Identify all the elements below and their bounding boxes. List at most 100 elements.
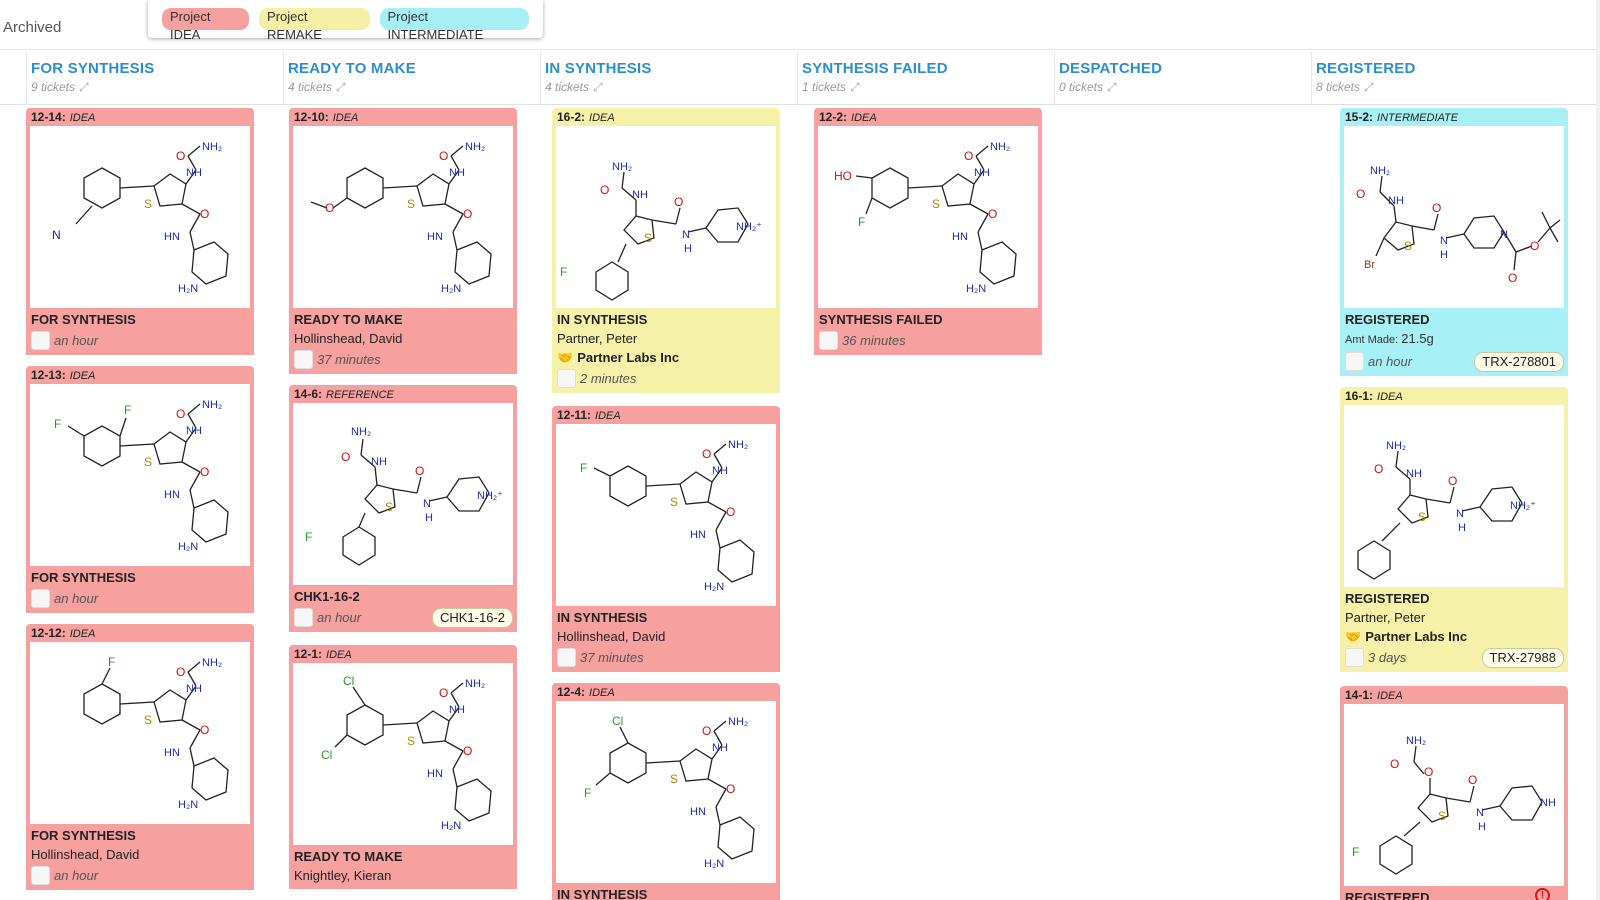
atom-label: HN — [164, 489, 180, 501]
ticket-card[interactable]: 15-2:INTERMEDIATE — [1340, 108, 1568, 376]
ticket-body: REGISTERED ! — [1340, 886, 1568, 900]
select-checkbox[interactable] — [294, 607, 313, 627]
column-count: 0 tickets⤢ — [1059, 80, 1117, 94]
ticket-card[interactable]: 12-13:IDEA F F O NH₂ NH S O HN H₂N FOR S… — [26, 366, 254, 613]
ticket-card[interactable]: 12-12:IDEA F O NH₂ NH S O HN H₂N FOR SYN… — [26, 624, 254, 890]
select-checkbox[interactable] — [31, 865, 50, 885]
column-title[interactable]: READY TO MAKE — [288, 60, 416, 77]
ticket-header: 16-1:IDEA — [1345, 389, 1403, 403]
atom-label: H₂N — [441, 283, 461, 295]
ticket-header: 15-2:INTERMEDIATE — [1345, 110, 1459, 124]
ticket-card[interactable]: 12-1:IDEA Cl Cl O NH₂ NH S O HN H₂N READ… — [289, 645, 517, 889]
ticket-card[interactable]: 16-1:IDEA NH₂ O NH S — [1340, 387, 1568, 672]
select-checkbox[interactable] — [31, 330, 50, 350]
atom-label: HO — [834, 169, 852, 183]
ticket-body: SYNTHESIS FAILED 36 minutes — [814, 308, 1042, 355]
expand-arrows-icon[interactable]: ⤢ — [336, 80, 346, 94]
atom-label: NH — [186, 425, 202, 437]
column-header-synthesis-failed: SYNTHESIS FAILED 1 tickets⤢ — [797, 52, 1053, 104]
ticket-body: FOR SYNTHESIS Hollinshead, David an hour — [26, 824, 254, 890]
legend-project-intermediate[interactable]: Project INTERMEDIATE — [379, 8, 529, 42]
atom-label: HN — [427, 768, 443, 780]
atom-label: HN — [427, 231, 443, 243]
legend-project-remake[interactable]: Project REMAKE — [259, 8, 370, 42]
ticket-status: FOR SYNTHESIS — [31, 312, 136, 327]
atom-label: S — [644, 231, 652, 245]
archived-link[interactable]: Archived — [3, 19, 62, 36]
ticket-card[interactable]: 14-1:IDEA NH₂ O O S — [1340, 686, 1568, 900]
ticket-header: 12-4:IDEA — [557, 685, 615, 699]
atom-label: N — [1440, 235, 1448, 247]
ticket-age: 2 minutes — [580, 370, 637, 386]
select-checkbox[interactable] — [1345, 351, 1364, 371]
registration-badge[interactable]: TRX-27988 — [1481, 648, 1564, 668]
ticket-header: 14-1:IDEA — [1345, 688, 1403, 702]
ticket-card[interactable]: 16-2:IDEA F NH₂ O NH — [552, 108, 780, 393]
ticket-status: REGISTERED — [1345, 890, 1430, 900]
atom-label: NH₂ — [1406, 735, 1426, 747]
ticket-card[interactable]: 14-6:REFERENCE F NH₂ O NH — [289, 385, 517, 632]
column-count: 1 tickets⤢ — [802, 80, 860, 94]
column-title[interactable]: FOR SYNTHESIS — [31, 60, 155, 77]
ticket-body: REGISTERED Partner, Peter 🤝Partner Labs … — [1340, 587, 1568, 672]
ticket-card[interactable]: 12-4:IDEA Cl F O NH₂ NH S O HN H₂N IN SY… — [552, 683, 780, 900]
expand-arrows-icon[interactable]: ⤢ — [1107, 80, 1117, 94]
expand-arrows-icon[interactable]: ⤢ — [850, 80, 860, 94]
ticket-status: REGISTERED — [1345, 591, 1430, 606]
top-bar: Archived Project IDEA Project REMAKE Pro… — [0, 0, 1600, 50]
ticket-status: READY TO MAKE — [294, 312, 403, 327]
atom-label: NH₂ — [990, 141, 1010, 153]
ticket-card[interactable]: 12-2:IDEA HO F O NH₂ NH S O HN H₂N SYNTH… — [814, 108, 1042, 355]
atom-label: O — [1390, 757, 1399, 771]
column-header-registered: REGISTERED 8 tickets⤢ — [1311, 52, 1567, 104]
select-checkbox[interactable] — [557, 647, 576, 667]
atom-label: F — [124, 403, 131, 417]
ticket-body: READY TO MAKE Hollinshead, David 37 minu… — [289, 308, 517, 374]
ticket-card[interactable]: 12-14:IDEA N O NH₂ NH S O HN H₂N FOR SYN… — [26, 108, 254, 355]
alert-circle-icon[interactable]: ! — [1535, 888, 1550, 900]
atom-label: O — [463, 207, 472, 221]
atom-label: S — [670, 495, 678, 509]
atom-label: S — [407, 197, 415, 211]
ticket-card[interactable]: 12-10:IDEA O O NH₂ NH S O HN H₂N READY T… — [289, 108, 517, 374]
column-title[interactable]: IN SYNTHESIS — [545, 60, 652, 77]
atom-label: NH — [371, 456, 387, 468]
select-checkbox[interactable] — [31, 588, 50, 608]
atom-label: S — [670, 772, 678, 786]
atom-label: S — [385, 500, 393, 514]
select-checkbox[interactable] — [294, 349, 313, 369]
molecule-structure: Cl F O NH₂ NH S O HN H₂N — [556, 701, 776, 883]
atom-label: NH₂ — [1386, 440, 1406, 452]
reference-badge[interactable]: CHK1-16-2 — [431, 608, 513, 628]
ticket-card[interactable]: 12-11:IDEA F O NH₂ NH S O HN H₂N IN SYNT… — [552, 406, 780, 672]
ticket-header: 12-12:IDEA — [31, 626, 96, 640]
column-title[interactable]: REGISTERED — [1316, 60, 1416, 77]
atom-label: O — [726, 505, 735, 519]
molecule-structure: NH₂ O NH S O N H N O O Br — [1344, 126, 1564, 308]
atom-label: S — [144, 455, 152, 469]
scrollbar[interactable] — [1596, 0, 1600, 900]
molecule-structure: F F O NH₂ NH S O HN H₂N — [30, 384, 250, 566]
expand-arrows-icon[interactable]: ⤢ — [79, 80, 89, 94]
expand-arrows-icon[interactable]: ⤢ — [593, 80, 603, 94]
legend-project-idea[interactable]: Project IDEA — [162, 8, 250, 42]
column-title[interactable]: SYNTHESIS FAILED — [802, 60, 948, 77]
select-checkbox[interactable] — [1345, 647, 1364, 667]
atom-label: O — [176, 407, 185, 421]
select-checkbox[interactable] — [819, 330, 838, 350]
atom-label: H₂N — [441, 820, 461, 832]
registration-badge[interactable]: TRX-278801 — [1474, 352, 1564, 372]
column-count: 4 tickets⤢ — [545, 80, 603, 94]
ticket-age: an hour — [317, 609, 362, 625]
partner-org: 🤝Partner Labs Inc — [1345, 629, 1468, 644]
atom-label: N — [52, 228, 61, 242]
expand-arrows-icon[interactable]: ⤢ — [1364, 80, 1374, 94]
ticket-header: 14-6:REFERENCE — [294, 387, 394, 401]
atom-label: NH — [974, 167, 990, 179]
ticket-header: 12-11:IDEA — [557, 408, 621, 422]
column-title[interactable]: DESPATCHED — [1059, 60, 1163, 77]
ticket-age: an hour — [54, 332, 99, 348]
atom-label: O — [415, 464, 424, 478]
select-checkbox[interactable] — [557, 368, 576, 388]
ticket-status: IN SYNTHESIS — [557, 312, 648, 327]
